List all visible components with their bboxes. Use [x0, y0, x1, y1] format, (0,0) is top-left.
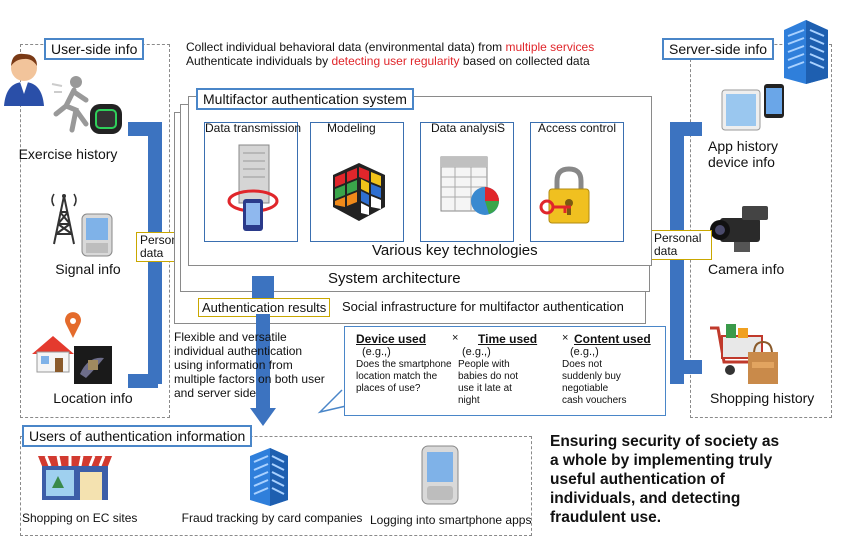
- rubiks-cube-icon: [333, 163, 385, 221]
- user-item-exercise-history: Exercise history: [18, 146, 118, 162]
- users-title: Users of authentication information: [22, 425, 253, 447]
- system-title: Multifactor authentication system: [196, 88, 414, 110]
- factor-time-body: People with babies do not use it late at…: [458, 359, 519, 406]
- factor-time: Time used (e.g.,) People with babies do …: [458, 332, 548, 407]
- card-company-building-icon: [250, 448, 288, 506]
- callout-pointer: [317, 389, 347, 414]
- house-icon: [32, 336, 74, 373]
- authentication-results-label: Authentication results: [198, 298, 331, 317]
- intro-line-1: Collect individual behavioral data (envi…: [186, 40, 595, 54]
- server-item-camera-info: Camera info: [708, 261, 785, 277]
- intro-text: Collect individual behavioral data (envi…: [186, 40, 594, 68]
- satellite-map-icon: [74, 346, 112, 384]
- factor-content-heading: Content used: [574, 332, 651, 346]
- infrastructure-label: Social infrastructure for multifactor au…: [342, 299, 624, 314]
- factor-device-body: Does the smartphone location match the p…: [356, 359, 452, 394]
- video-camera-icon: [710, 206, 768, 252]
- factor-time-eg: (e.g.,): [462, 346, 491, 358]
- shopping-bag-icon: [748, 340, 778, 384]
- down-arrow-top: [252, 276, 274, 298]
- module-data-transmission: Data transmission: [204, 121, 302, 242]
- user-item-signal-info: Signal info: [55, 261, 121, 277]
- module-data-transmission-label: Data transmission: [205, 121, 302, 135]
- server-building-icon: [784, 20, 828, 84]
- server-sync-icon: [227, 144, 279, 231]
- server-side-title: Server-side info: [662, 38, 775, 60]
- times-sign-2: ×: [562, 332, 569, 344]
- module-data-analysis: Data analysiS: [420, 121, 514, 242]
- factor-device-heading: Device used: [356, 332, 427, 346]
- signal-tower-icon: [51, 193, 77, 245]
- user-of-auth-ec-shopping: Shopping on EC sites: [22, 511, 138, 525]
- user-item-location-info: Location info: [53, 390, 133, 406]
- module-access-control: Access control: [530, 121, 624, 242]
- factor-content: Content used (e.g.,) Does not suddenly b…: [562, 332, 662, 407]
- module-modeling: Modeling: [310, 121, 404, 242]
- module-data-analysis-label: Data analysiS: [431, 121, 506, 135]
- right-bracket-bottom: [672, 360, 702, 374]
- system-architecture-label: System architecture: [328, 270, 461, 287]
- tablet-phone-icon: [721, 84, 784, 131]
- server-item-app-history: App history device info: [708, 138, 779, 170]
- location-pin-icon: [65, 312, 81, 338]
- module-access-control-label: Access control: [537, 121, 617, 135]
- conclusion-text: Ensuring security of society as a whole …: [550, 433, 780, 526]
- module-modeling-label: Modeling: [327, 121, 376, 135]
- factor-content-eg: (e.g.,): [570, 346, 599, 358]
- factor-content-body: Does not suddenly buy negotiable cash vo…: [562, 359, 627, 406]
- factor-device-eg: (e.g.,): [362, 346, 391, 358]
- factor-device: Device used (e.g.,) Does the smartphone …: [356, 332, 456, 395]
- down-arrow-shaft: [256, 314, 270, 410]
- smartphone-icon: [421, 445, 459, 505]
- factor-time-heading: Time used: [478, 332, 538, 346]
- server-item-shopping-history: Shopping history: [710, 390, 815, 406]
- storefront-icon: [38, 455, 112, 500]
- runner-icon: [51, 76, 89, 133]
- smartwatch-icon: [90, 104, 122, 134]
- down-arrow-head: [250, 408, 276, 426]
- left-bracket-bottom: [128, 374, 158, 388]
- times-sign-1: ×: [452, 332, 459, 344]
- user-of-auth-card-companies: Fraud tracking by card companies: [181, 511, 363, 525]
- intro-line-2: Authenticate individuals by detecting us…: [186, 54, 590, 68]
- flexible-authentication-text: Flexible and versatile individual authen…: [174, 330, 325, 400]
- spreadsheet-chart-icon: [440, 156, 499, 215]
- mobile-phone-icon: [81, 213, 113, 257]
- personal-data-right-label: Personal data: [650, 230, 712, 260]
- person-icon: [4, 53, 44, 106]
- user-of-auth-smartphone-apps: Logging into smartphone apps: [370, 513, 532, 527]
- padlock-key-icon: [539, 166, 590, 224]
- key-technologies-label: Various key technologies: [372, 242, 538, 259]
- factors-callout: [344, 326, 666, 416]
- users-panel: [20, 436, 532, 536]
- user-side-title: User-side info: [44, 38, 145, 60]
